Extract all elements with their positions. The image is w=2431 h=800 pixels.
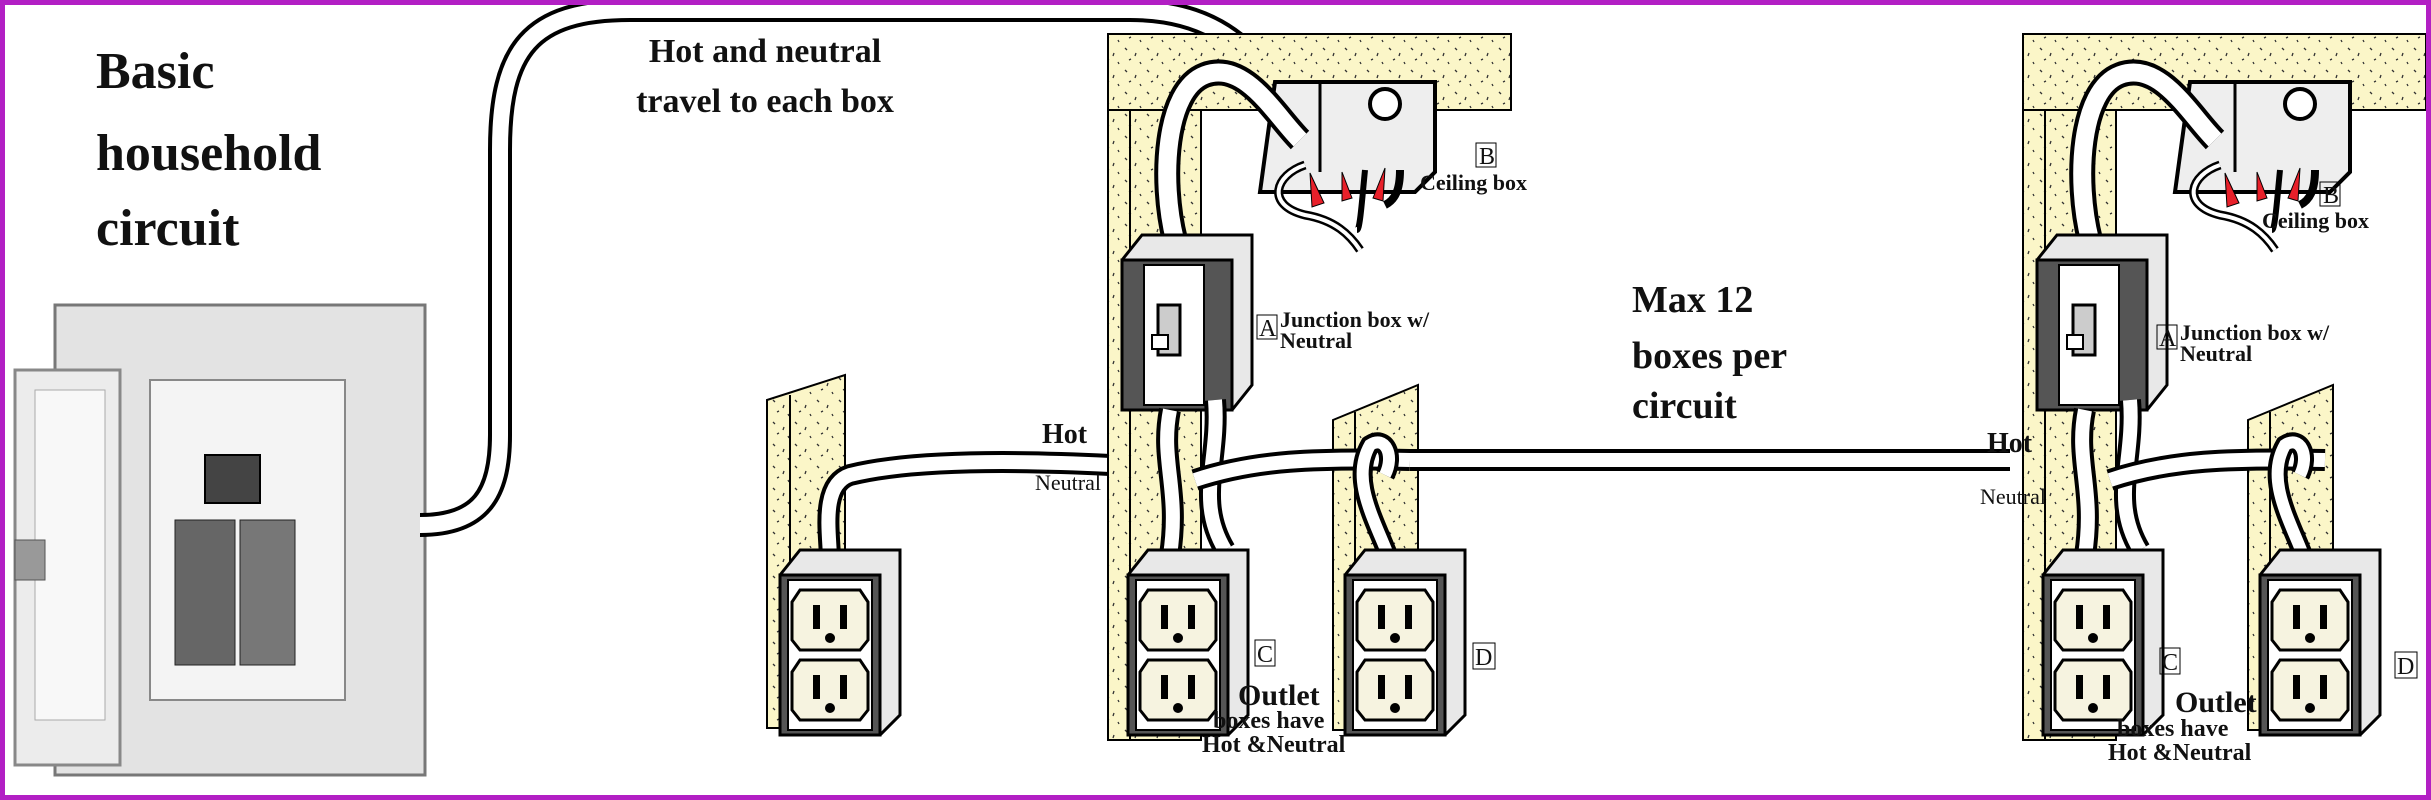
outlet-note-2: boxes have <box>1213 708 1325 734</box>
outlet-d-letter-2: D <box>2397 654 2414 680</box>
title-line-3: circuit <box>96 200 240 257</box>
breaker-panel <box>13 303 427 777</box>
outlet-c-letter: C <box>1257 642 1273 668</box>
top-caption-2: travel to each box <box>636 83 894 120</box>
junction-label-2b: Neutral <box>2180 341 2252 366</box>
wiring-illustration: Basic household circuit Hot and neutral … <box>13 5 2426 777</box>
outlet-note-2-3: Hot &Neutral <box>2108 740 2252 766</box>
hot-label-2: Hot <box>1987 428 2033 459</box>
title-line-1: Basic <box>96 43 214 100</box>
neutral-label-2: Neutral <box>1980 484 2046 509</box>
junction-letter-2: A <box>2159 326 2177 352</box>
outlet-note-1: Outlet <box>1238 679 1320 712</box>
junction-label-1: Junction box w/ <box>1280 307 1430 332</box>
outlet-d-letter: D <box>1475 645 1492 671</box>
outlet-note-2-1: Outlet <box>2175 686 2257 719</box>
junction-label-2a: Junction box w/ <box>2180 320 2330 345</box>
ceiling-letter: B <box>1479 144 1495 170</box>
neutral-label: Neutral <box>1035 470 1101 495</box>
middle-caption-1: Max 12 <box>1632 279 1753 321</box>
middle-caption-2: boxes per <box>1632 335 1787 377</box>
outlet-note-3: Hot &Neutral <box>1202 732 1346 758</box>
junction-letter: A <box>1259 316 1277 342</box>
circuit-unit-1 <box>1108 34 1511 740</box>
outlet-note-2-2: boxes have <box>2117 716 2229 742</box>
outlet-c-letter-2: C <box>2162 650 2178 676</box>
hot-label: Hot <box>1042 419 1088 450</box>
ceiling-label: Ceiling box <box>1420 170 1527 195</box>
ceiling-letter-2: B <box>2323 183 2339 209</box>
title-line-2: household <box>96 125 322 182</box>
middle-caption-3: circuit <box>1632 385 1737 427</box>
ceiling-label-2: Ceiling box <box>2262 208 2369 233</box>
first-outlet-stud <box>766 373 1111 737</box>
circuit-unit-2 <box>2023 34 2426 740</box>
top-caption-1: Hot and neutral <box>649 33 881 70</box>
junction-label-2: Neutral <box>1280 328 1352 353</box>
